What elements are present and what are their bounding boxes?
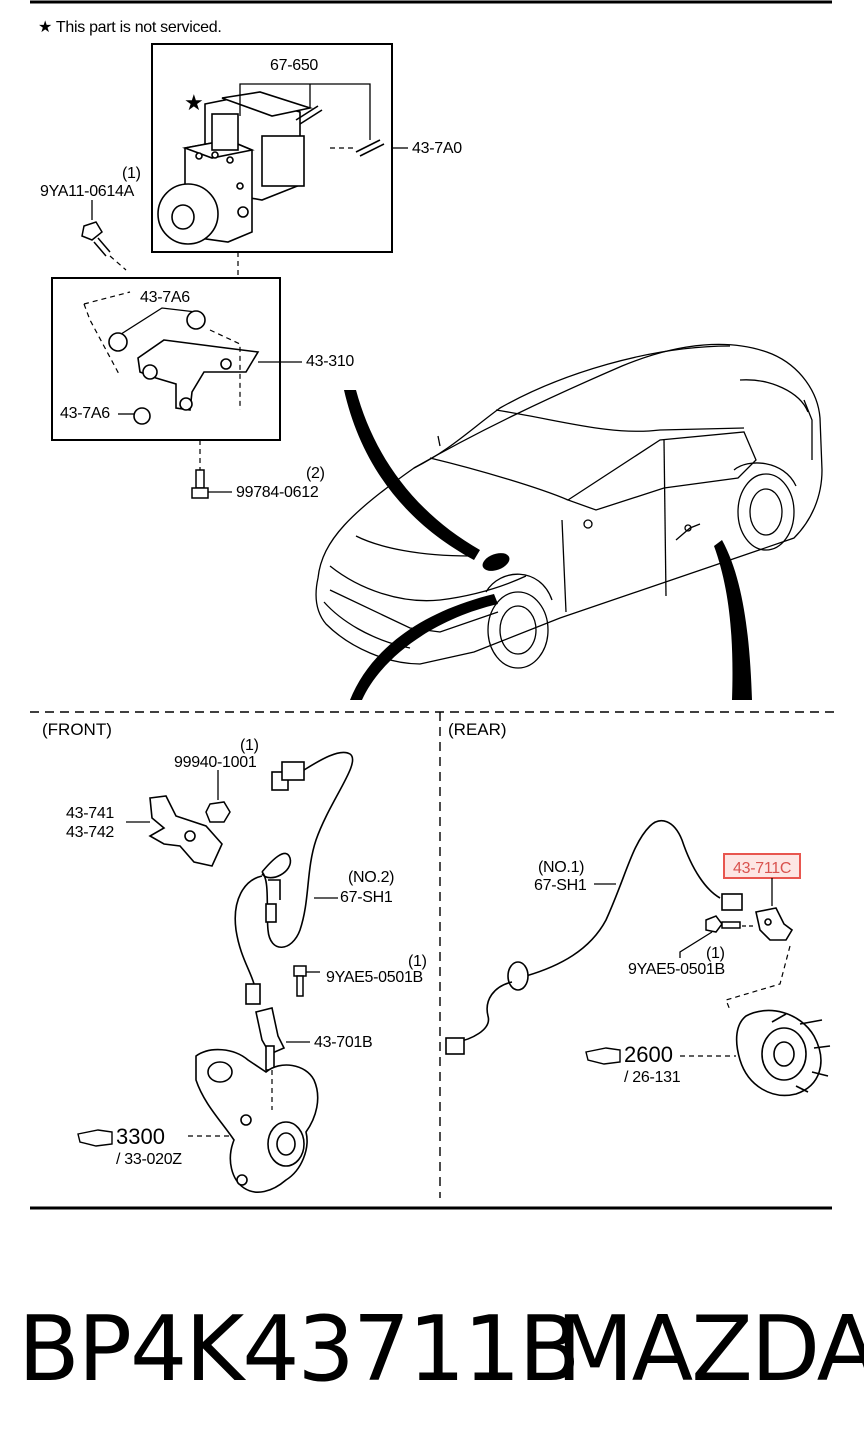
pointer-abs [344, 390, 480, 560]
label-43-7a6-top: 43-7A6 [140, 289, 190, 306]
front-sensor-highlight [482, 553, 510, 571]
front-bracket-icon [148, 795, 223, 867]
label-99784-0612: 99784-0612 [236, 484, 319, 501]
front-harness-icon [234, 751, 354, 1005]
rear-hub-icon [735, 1009, 831, 1097]
qty-99940: (1) [240, 737, 259, 754]
star-marker: ★ [184, 90, 204, 115]
rear-ref-num: 2600 [624, 1042, 673, 1067]
bracket-icon [108, 310, 260, 425]
front-title: (FRONT) [42, 720, 112, 739]
sensor-highlight-box [723, 853, 801, 879]
front-bolt-icon [293, 965, 307, 997]
label-9ya11-0614a: 9YA11-0614A [40, 183, 135, 200]
steering-knuckle-icon [195, 1048, 319, 1193]
rear-harness-no: (NO.1) [538, 859, 584, 876]
rear-bolt-icon [705, 915, 741, 933]
front-harness-no: (NO.2) [348, 869, 394, 886]
unserviced-note: ★ This part is not serviced. [38, 19, 222, 36]
label-99940-1001: 99940-1001 [174, 754, 257, 771]
rear-harness-icon [445, 819, 743, 1055]
rear-wheel-speed-sensor-icon [755, 907, 794, 941]
qty-front-9yae5: (1) [408, 953, 427, 970]
label-front-9yae5-0501b: 9YAE5-0501B [326, 969, 423, 986]
abs-hydraulic-unit-icon [157, 91, 314, 245]
front-ref-num: 3300 [116, 1124, 165, 1149]
label-43-310: 43-310 [306, 353, 354, 370]
brand-name: MAZDA [556, 1297, 864, 1402]
bolt-icon [81, 221, 111, 257]
label-43-7a0: 43-7A0 [412, 140, 462, 157]
pointer-front [350, 594, 498, 700]
bracket-bolt-icon [191, 469, 209, 499]
rear-title: (REAR) [448, 720, 507, 739]
label-67-650: 67-650 [270, 57, 318, 74]
qty-9ya11: (1) [122, 165, 141, 182]
qty-99784: (2) [306, 465, 325, 482]
part-number: BP4K43711B [18, 1297, 580, 1402]
rear-ref-hand-icon [585, 1047, 621, 1065]
abs-stud-icon [295, 105, 385, 157]
car-illustration [315, 343, 823, 669]
label-rear-67-sh1: 67-SH1 [534, 877, 587, 894]
front-wheel-speed-sensor-icon [255, 1007, 286, 1071]
leader-67-650 [239, 83, 371, 140]
front-ref-hand-icon [77, 1129, 113, 1147]
pointer-rear [714, 540, 752, 700]
qty-rear-9yae5: (1) [706, 945, 725, 962]
label-43-701b: 43-701B [314, 1034, 372, 1051]
bracket-box [51, 277, 281, 441]
label-43-742: 43-742 [66, 824, 114, 841]
label-43-711c: 43-711C [733, 860, 791, 877]
label-front-67-sh1: 67-SH1 [340, 889, 393, 906]
rear-ref-sub: / 26-131 [624, 1069, 681, 1086]
front-ref-sub: / 33-020Z [116, 1151, 182, 1168]
label-43-741: 43-741 [66, 805, 114, 822]
label-rear-9yae5-0501b: 9YAE5-0501B [628, 961, 725, 978]
label-43-7a6-left: 43-7A6 [60, 405, 110, 422]
nut-icon [205, 801, 231, 823]
